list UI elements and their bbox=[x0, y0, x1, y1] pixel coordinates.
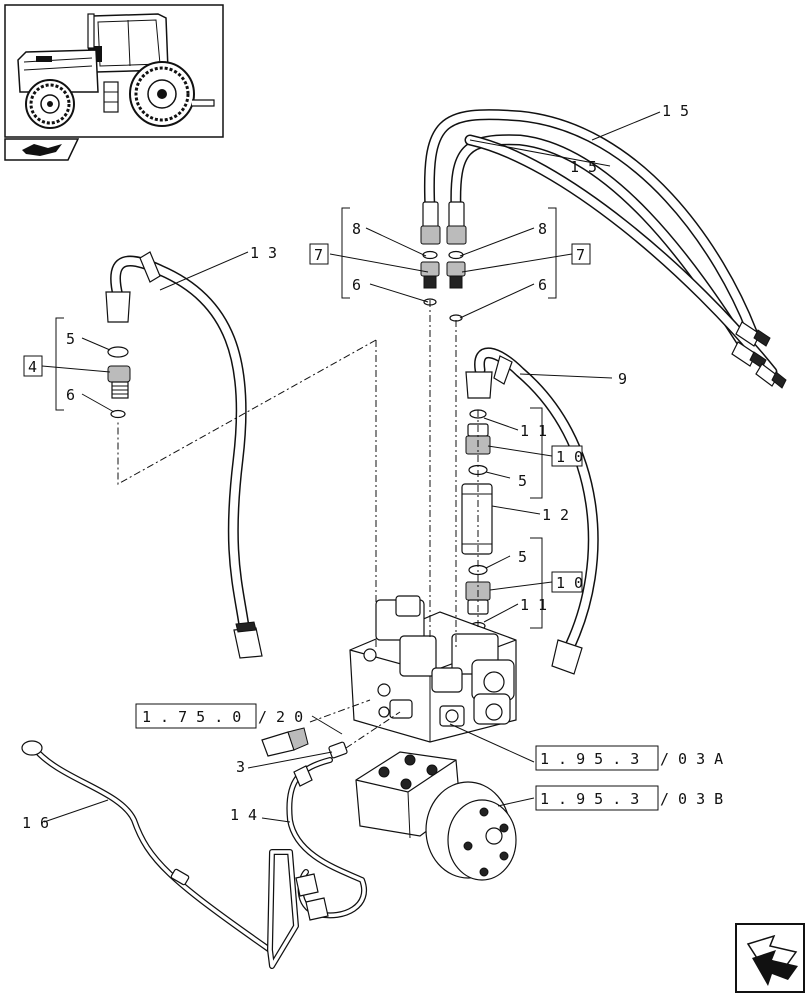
steering-unit bbox=[355, 751, 517, 881]
reference-1-95-3-03b[interactable]: 1 . 9 5 . 3 / 0 3 B bbox=[535, 785, 723, 811]
reference-1-95-3-03a[interactable]: 1 . 9 5 . 3 / 0 3 A bbox=[535, 745, 723, 771]
callout-7-right: 7 bbox=[576, 246, 585, 264]
pipe-14 bbox=[286, 757, 367, 921]
callout-4: 4 bbox=[28, 358, 37, 376]
fittings-7 bbox=[420, 250, 466, 322]
callout-16: 1 6 bbox=[22, 814, 49, 832]
callout-8-left: 8 bbox=[352, 220, 361, 238]
reference-1-95-3-03b-number: 1 . 9 5 . 3 bbox=[540, 790, 639, 808]
callout-11-upper: 1 1 bbox=[520, 422, 547, 440]
callout-9: 9 bbox=[618, 370, 627, 388]
callout-12: 1 2 bbox=[542, 506, 569, 524]
callout-11-lower: 1 1 bbox=[520, 596, 547, 614]
callout-6-group4: 6 bbox=[66, 386, 75, 404]
reference-1-75-0-suffix: / 2 0 bbox=[258, 708, 303, 726]
callout-labels: 1 5 1 5 1 3 9 8 8 7 7 6 6 5 4 6 1 1 1 0 … bbox=[22, 102, 689, 832]
hose-15-pair bbox=[420, 109, 787, 389]
callout-10-lower: 1 0 bbox=[556, 574, 583, 592]
pipe-16 bbox=[21, 740, 299, 969]
callout-7-left: 7 bbox=[314, 246, 323, 264]
callout-15b: 1 5 bbox=[570, 158, 597, 176]
callout-10-lower-box bbox=[551, 571, 583, 593]
callout-15a: 1 5 bbox=[662, 102, 689, 120]
manual-book-icon[interactable] bbox=[4, 138, 80, 161]
pressure-sensor bbox=[261, 727, 309, 757]
leader-lines bbox=[41, 111, 661, 823]
fitting-4 bbox=[107, 346, 131, 419]
callout-14: 1 4 bbox=[230, 806, 257, 824]
callout-4-box bbox=[23, 355, 43, 377]
reference-1-75-0-number: 1 . 7 5 . 0 bbox=[142, 708, 241, 726]
reference-1-95-3-03a-suffix: / 0 3 A bbox=[660, 750, 723, 768]
fitting-3 bbox=[328, 741, 348, 759]
callout-6-left: 6 bbox=[352, 276, 361, 294]
adapter-column bbox=[461, 409, 493, 631]
reference-1-95-3-03b-suffix: / 0 3 B bbox=[660, 790, 723, 808]
hose-9 bbox=[465, 347, 599, 675]
callout-10-upper-box bbox=[551, 445, 583, 467]
callout-8-right: 8 bbox=[538, 220, 547, 238]
valve-block bbox=[349, 595, 517, 743]
callout-7-right-box bbox=[571, 243, 591, 265]
hose-13 bbox=[105, 251, 263, 659]
callout-3: 3 bbox=[236, 758, 245, 776]
callout-5-lower: 5 bbox=[518, 548, 527, 566]
callout-6-right: 6 bbox=[538, 276, 547, 294]
tractor-thumbnail-icon[interactable] bbox=[4, 4, 224, 138]
callout-13: 1 3 bbox=[250, 244, 277, 262]
callout-5-upper: 5 bbox=[518, 472, 527, 490]
next-page-arrow-icon[interactable] bbox=[735, 923, 805, 993]
reference-1-75-0[interactable]: 1 . 7 5 . 0 / 2 0 bbox=[135, 703, 303, 729]
callout-7-left-box bbox=[309, 243, 329, 265]
reference-1-95-3-03a-number: 1 . 9 5 . 3 bbox=[540, 750, 639, 768]
callout-10-upper: 1 0 bbox=[556, 448, 583, 466]
callout-5-group4: 5 bbox=[66, 330, 75, 348]
